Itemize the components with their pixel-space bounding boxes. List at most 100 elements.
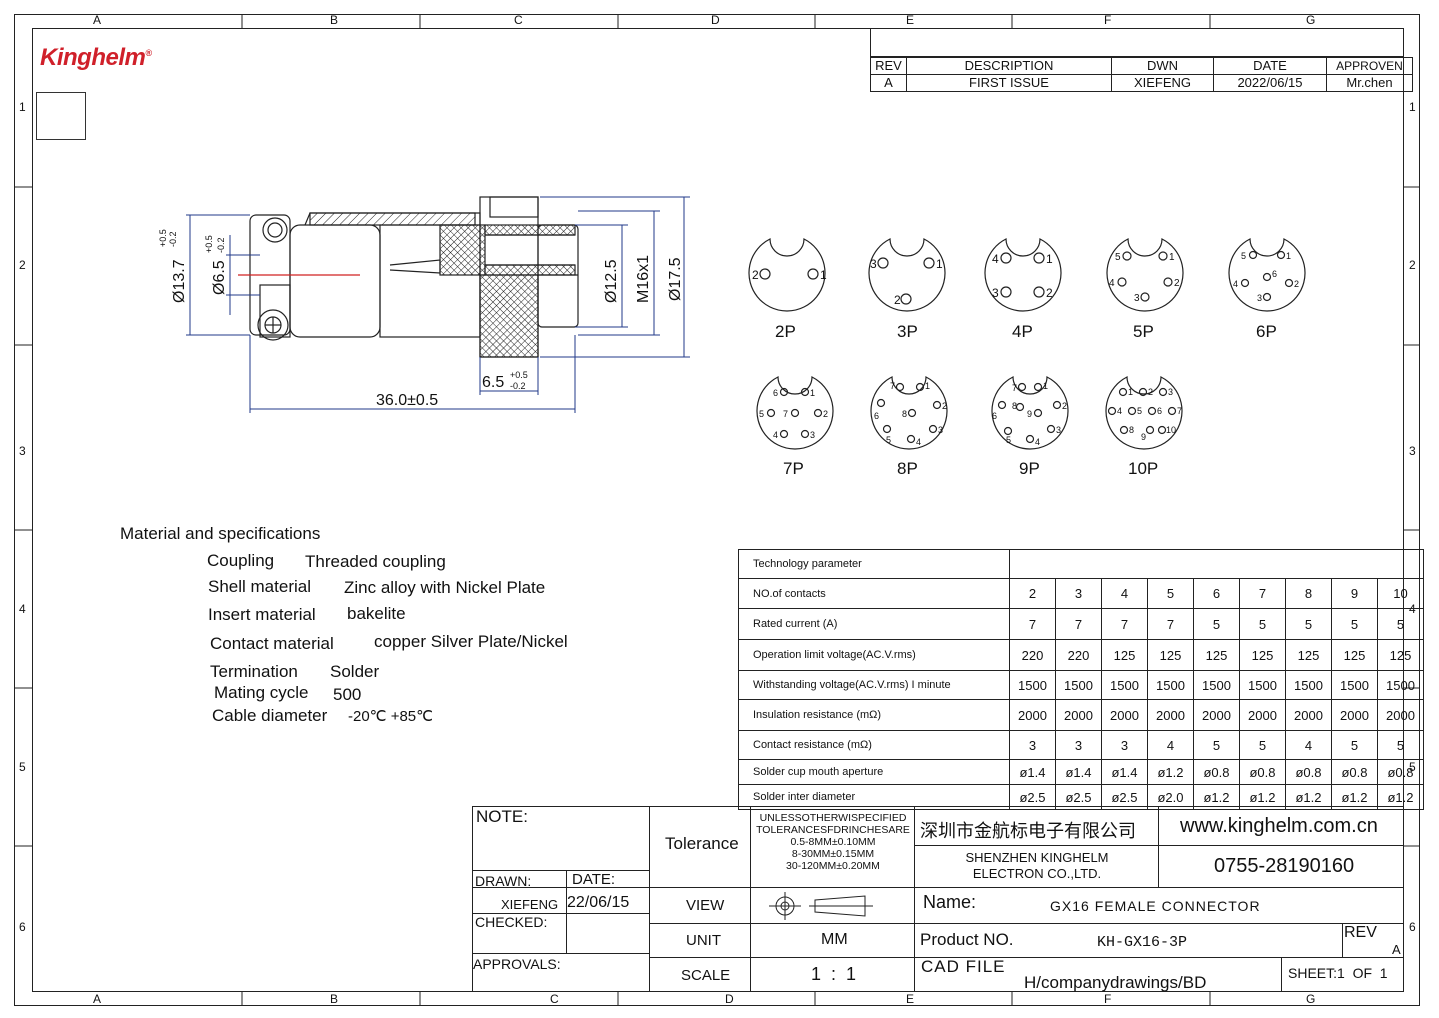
company-en-line-1: SHENZHEN KINGHELM — [965, 850, 1109, 865]
tech-cell: 5 — [1331, 608, 1378, 640]
dim-d65-tol-up: +0.5 — [204, 235, 214, 253]
tech-title: Technology parameter — [738, 549, 1010, 579]
tech-cell: 1500 — [1055, 670, 1102, 700]
tech-cell: 1500 — [1285, 670, 1332, 700]
zone-col-e-bottom: E — [906, 992, 915, 1006]
pin-8p-7: 7 — [890, 381, 895, 391]
tech-cell: 2000 — [1147, 699, 1194, 731]
pin-3p-1: 1 — [936, 257, 943, 271]
tech-cell: 125 — [1147, 639, 1194, 671]
company-website: www.kinghelm.com.cn — [1180, 815, 1378, 837]
tol-line-1: UNLESSOTHERWISPECIFIED — [759, 812, 907, 824]
scale-label-box — [650, 958, 751, 992]
tech-cell: 4 — [1285, 730, 1332, 760]
dim-m16: M16x1 — [635, 255, 652, 303]
rev-label: REV — [1344, 924, 1377, 941]
dim-d137: Ø13.7 — [171, 259, 188, 303]
zone-col-f-top: F — [1104, 13, 1112, 27]
view-label: VIEW — [686, 897, 725, 914]
pin-8p-3: 3 — [938, 425, 943, 435]
company-name-en: SHENZHEN KINGHELM ELECTRON CO.,LTD. — [915, 850, 1159, 882]
tech-row-label: Operation limit voltage(AC.V.rms) — [738, 639, 1010, 671]
pin-10p-8: 8 — [1129, 425, 1134, 435]
tech-cell: 3 — [1009, 730, 1056, 760]
tech-row-label: Withstanding voltage(AC.V.rms) I minute — [738, 670, 1010, 700]
date-value: 22/06/15 — [567, 894, 630, 911]
company-cn-box — [915, 806, 1159, 846]
specs-title: Material and specifications — [120, 524, 321, 543]
name-box — [915, 888, 1404, 924]
tech-cell: 8 — [1285, 578, 1332, 609]
name-value: GX16 FEMALE CONNECTOR — [1050, 898, 1261, 914]
tech-cell: 2000 — [1055, 699, 1102, 731]
tolerance-values: UNLESSOTHERWISPECIFIED TOLERANCESFDRINCH… — [751, 812, 915, 872]
pin-7p-7: 7 — [783, 409, 788, 419]
revision-table: REV DESCRIPTION DWN DATE APPROVEN A FIRS… — [870, 57, 1413, 92]
zone-col-d-top: D — [711, 13, 720, 27]
tech-title-blank — [1009, 549, 1424, 579]
projection-symbol-icon — [769, 892, 873, 920]
rev-header-rev: REV — [870, 57, 907, 75]
tech-row-label: Solder inter diameter — [738, 784, 1010, 810]
pin-6p-4: 4 — [1233, 279, 1238, 289]
pinout-label-4p: 4P — [1012, 322, 1033, 341]
pin-4p-4: 4 — [992, 252, 999, 266]
pin-7p-2: 2 — [823, 409, 828, 419]
pin-9p-5: 5 — [1006, 435, 1011, 445]
tech-cell: 1500 — [1147, 670, 1194, 700]
tech-cell: 5 — [1285, 608, 1332, 640]
registered-mark: ® — [145, 48, 152, 58]
pin-4p-1: 1 — [1046, 252, 1053, 266]
view-label-box — [650, 888, 751, 924]
tech-cell: 125 — [1101, 639, 1148, 671]
tech-row: Withstanding voltage(AC.V.rms) I minute 1… — [738, 670, 1424, 700]
website-box — [1159, 806, 1404, 846]
spec-contact-key: Contact material — [210, 634, 334, 653]
tech-cell: 1500 — [1101, 670, 1148, 700]
pin-6p-3: 3 — [1257, 293, 1262, 303]
dim-len36: 36.0±0.5 — [376, 392, 438, 409]
rev-header-description: DESCRIPTION — [906, 57, 1112, 75]
rev-value-rev: A — [870, 74, 907, 92]
pin-5p-1: 1 — [1169, 252, 1175, 263]
note-label: NOTE: — [476, 807, 528, 826]
pin-5p-4: 4 — [1109, 278, 1115, 289]
company-phone: 0755-28190160 — [1214, 855, 1355, 877]
name-label: Name: — [923, 892, 977, 912]
tech-cell: 9 — [1331, 578, 1378, 609]
pin-9p-1: 1 — [1043, 381, 1048, 391]
pin-10p-4: 4 — [1117, 406, 1122, 416]
spec-termination-value: Solder — [330, 662, 380, 681]
pin-8p-8: 8 — [902, 409, 907, 419]
pin-9p-7: 7 — [1012, 383, 1017, 393]
zone-row-2-left: 2 — [19, 258, 26, 272]
pinout-label-7p: 7P — [783, 459, 804, 478]
tech-cell: 1500 — [1377, 670, 1424, 700]
tolerance-label: Tolerance — [665, 834, 739, 853]
spec-insert-value: bakelite — [347, 604, 406, 623]
tech-cell: ø0.8 — [1193, 759, 1240, 785]
date-box — [567, 870, 650, 914]
tech-cell: ø2.5 — [1009, 784, 1056, 810]
company-name-cn: 深圳市金航标电子有限公司 — [920, 821, 1136, 841]
tech-cell: 3 — [1055, 730, 1102, 760]
rev-box — [1343, 924, 1404, 958]
tech-cell: 125 — [1193, 639, 1240, 671]
product-label: Product NO. — [920, 930, 1014, 949]
scale-value: 1 : 1 — [811, 964, 857, 984]
tech-cell: 7 — [1147, 608, 1194, 640]
pin-7p-3: 3 — [810, 430, 815, 440]
rev-value-dwn: XIEFENG — [1111, 74, 1214, 92]
spec-shell-key: Shell material — [208, 577, 311, 596]
tech-cell: 2000 — [1193, 699, 1240, 731]
tech-cell: 1500 — [1193, 670, 1240, 700]
pin-5p-5: 5 — [1115, 252, 1121, 263]
zone-col-c-top: C — [514, 13, 523, 27]
zone-col-f-bottom: F — [1104, 992, 1112, 1006]
tech-cell: 3 — [1055, 578, 1102, 609]
rev-value-approven: Mr.chen — [1326, 74, 1413, 92]
